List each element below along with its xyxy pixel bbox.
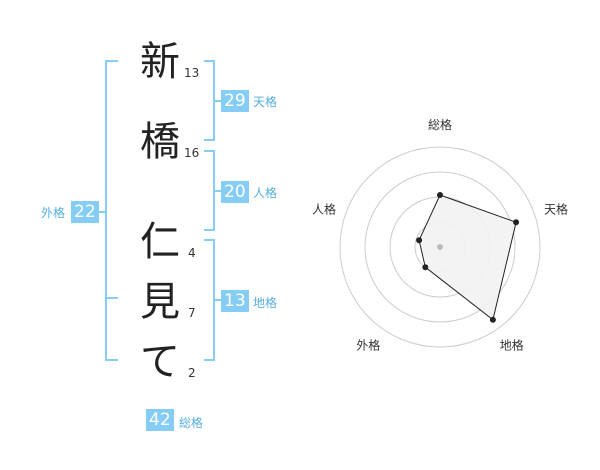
- stroke-count-4: 7: [188, 306, 196, 320]
- radar-polygon: [418, 194, 517, 321]
- radar-point-4: [422, 264, 429, 271]
- name-char-3: 仁: [140, 219, 180, 265]
- radar-axis-label-3: 地格: [500, 338, 524, 353]
- radar-axis-label-4: 外格: [356, 338, 380, 353]
- stroke-count-1: 13: [184, 66, 200, 80]
- radar-center-dot: [437, 244, 443, 250]
- soukaku-value: 42: [146, 409, 174, 431]
- name-char-4: 見: [140, 279, 180, 325]
- radar-points: [416, 192, 520, 323]
- radar-ring: [364, 171, 516, 323]
- stroke-count-5: 2: [188, 366, 196, 380]
- name-char-2: 橋: [140, 119, 180, 165]
- chikaku-label: 地格: [253, 296, 278, 310]
- stroke-count-2: 16: [184, 146, 200, 160]
- radar-axis-label-5: 人格: [312, 201, 336, 216]
- name-char-5: て: [140, 339, 180, 385]
- jinkaku-value: 20: [221, 181, 249, 203]
- gaikaku-label: 外格: [41, 206, 66, 220]
- gaikaku-value: 22: [71, 201, 99, 223]
- radar-point-5: [416, 237, 423, 244]
- gaikaku-bracket: [105, 60, 118, 361]
- radar-axis-label-1: 総格: [428, 117, 452, 132]
- tenkaku-value: 29: [221, 90, 249, 112]
- chikaku-value: 13: [221, 290, 249, 312]
- stroke-count-3: 4: [188, 246, 196, 260]
- radar-ring: [339, 146, 541, 348]
- soukaku-label: 総格: [179, 416, 204, 430]
- radar-point-2: [513, 219, 520, 226]
- radar-point-3: [489, 316, 496, 323]
- radar-point-1: [437, 192, 443, 198]
- radar-axis-label-2: 天格: [544, 201, 568, 216]
- jinkaku-label: 人格: [253, 186, 278, 200]
- name-char-1: 新: [140, 39, 180, 85]
- tenkaku-label: 天格: [253, 95, 278, 109]
